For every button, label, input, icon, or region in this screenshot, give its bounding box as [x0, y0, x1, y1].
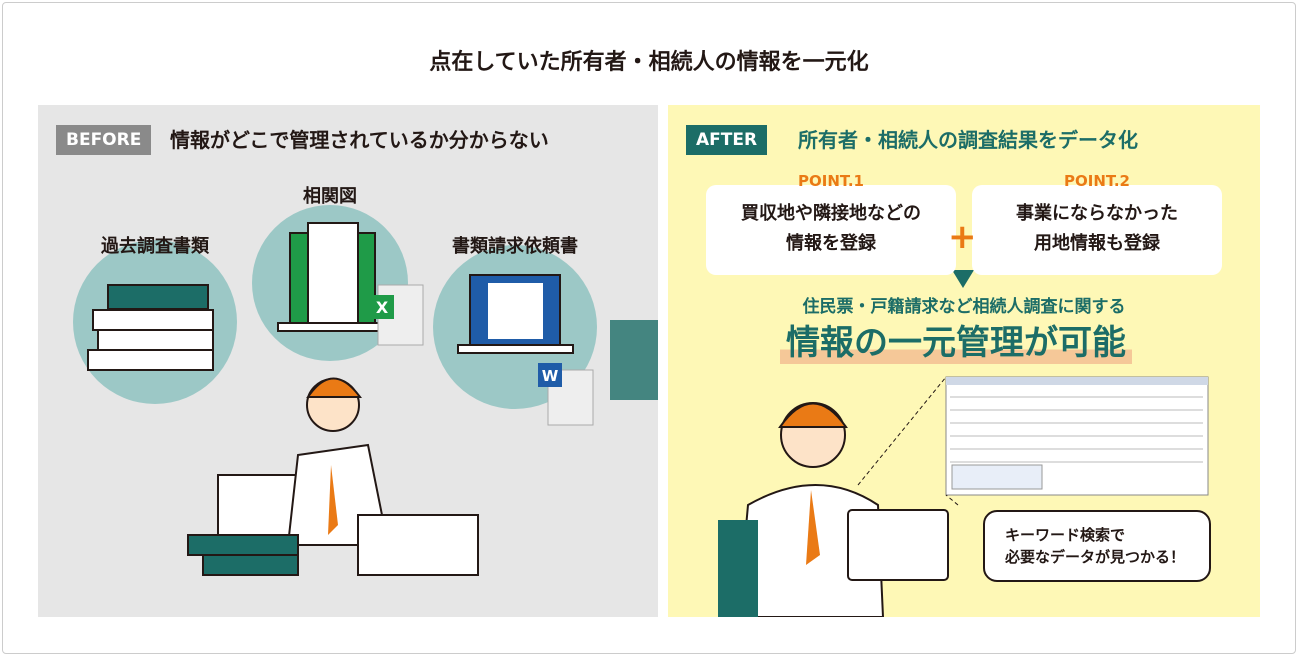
page-title: 点在していた所有者・相続人の情報を一元化: [429, 50, 869, 75]
point-1-label: POINT.1: [798, 172, 864, 190]
point-2-box: POINT.2 事業にならなかった 用地情報も登録: [972, 173, 1222, 275]
item-label-past-docs: 過去調査書類: [101, 236, 209, 257]
binders-icon: [87, 284, 214, 371]
down-arrow-icon: [952, 270, 974, 288]
excel-icon: X: [376, 298, 389, 317]
after-heading: 所有者・相続人の調査結果をデータ化: [798, 128, 1138, 152]
item-label-diagram: 相関図: [303, 186, 357, 207]
before-panel: BEFORE 情報がどこで管理されているか分からない 過去調査書類 相関図 書類…: [38, 105, 658, 617]
bubble-line1: キーワード検索で: [1005, 526, 1126, 544]
point-1-line1: 買収地や隣接地などの: [741, 203, 921, 224]
arrow-icon: [610, 320, 658, 400]
point-2-line1: 事業にならなかった: [1016, 203, 1178, 224]
confused-person-illustration: [187, 377, 479, 576]
subtitle: 住民票・戸籍請求など相続人調査に関する: [802, 297, 1126, 317]
after-illustration: [718, 270, 1209, 617]
laptop-excel-icon: X: [277, 222, 424, 346]
bubble-line2: 必要なデータが見つかる！: [1005, 548, 1186, 566]
after-tag: AFTER: [686, 125, 768, 155]
before-heading: 情報がどこで管理されているか分からない: [170, 128, 549, 152]
software-screenshot: [945, 376, 1209, 496]
headline: 情報の一元管理が可能: [780, 315, 1132, 364]
item-label-request: 書類請求依頼書: [452, 236, 578, 257]
point-1-line2: 情報を登録: [786, 233, 876, 254]
before-tag: BEFORE: [56, 125, 152, 155]
point-1-box: POINT.1 買収地や隣接地などの 情報を登録: [706, 173, 956, 275]
laptop-word-icon: W: [457, 274, 594, 426]
point-2-label: POINT.2: [1064, 172, 1130, 190]
after-panel: AFTER 所有者・相続人の調査結果をデータ化 POINT.1 買収地や隣接地な…: [668, 105, 1260, 617]
happy-person-illustration: [718, 402, 949, 617]
speech-bubble: キーワード検索で 必要なデータが見つかる！: [983, 510, 1211, 582]
word-icon: W: [542, 367, 559, 385]
point-2-line2: 用地情報も登録: [1034, 233, 1160, 254]
before-illustration: X W: [73, 205, 658, 576]
plus-icon: +: [948, 217, 977, 257]
